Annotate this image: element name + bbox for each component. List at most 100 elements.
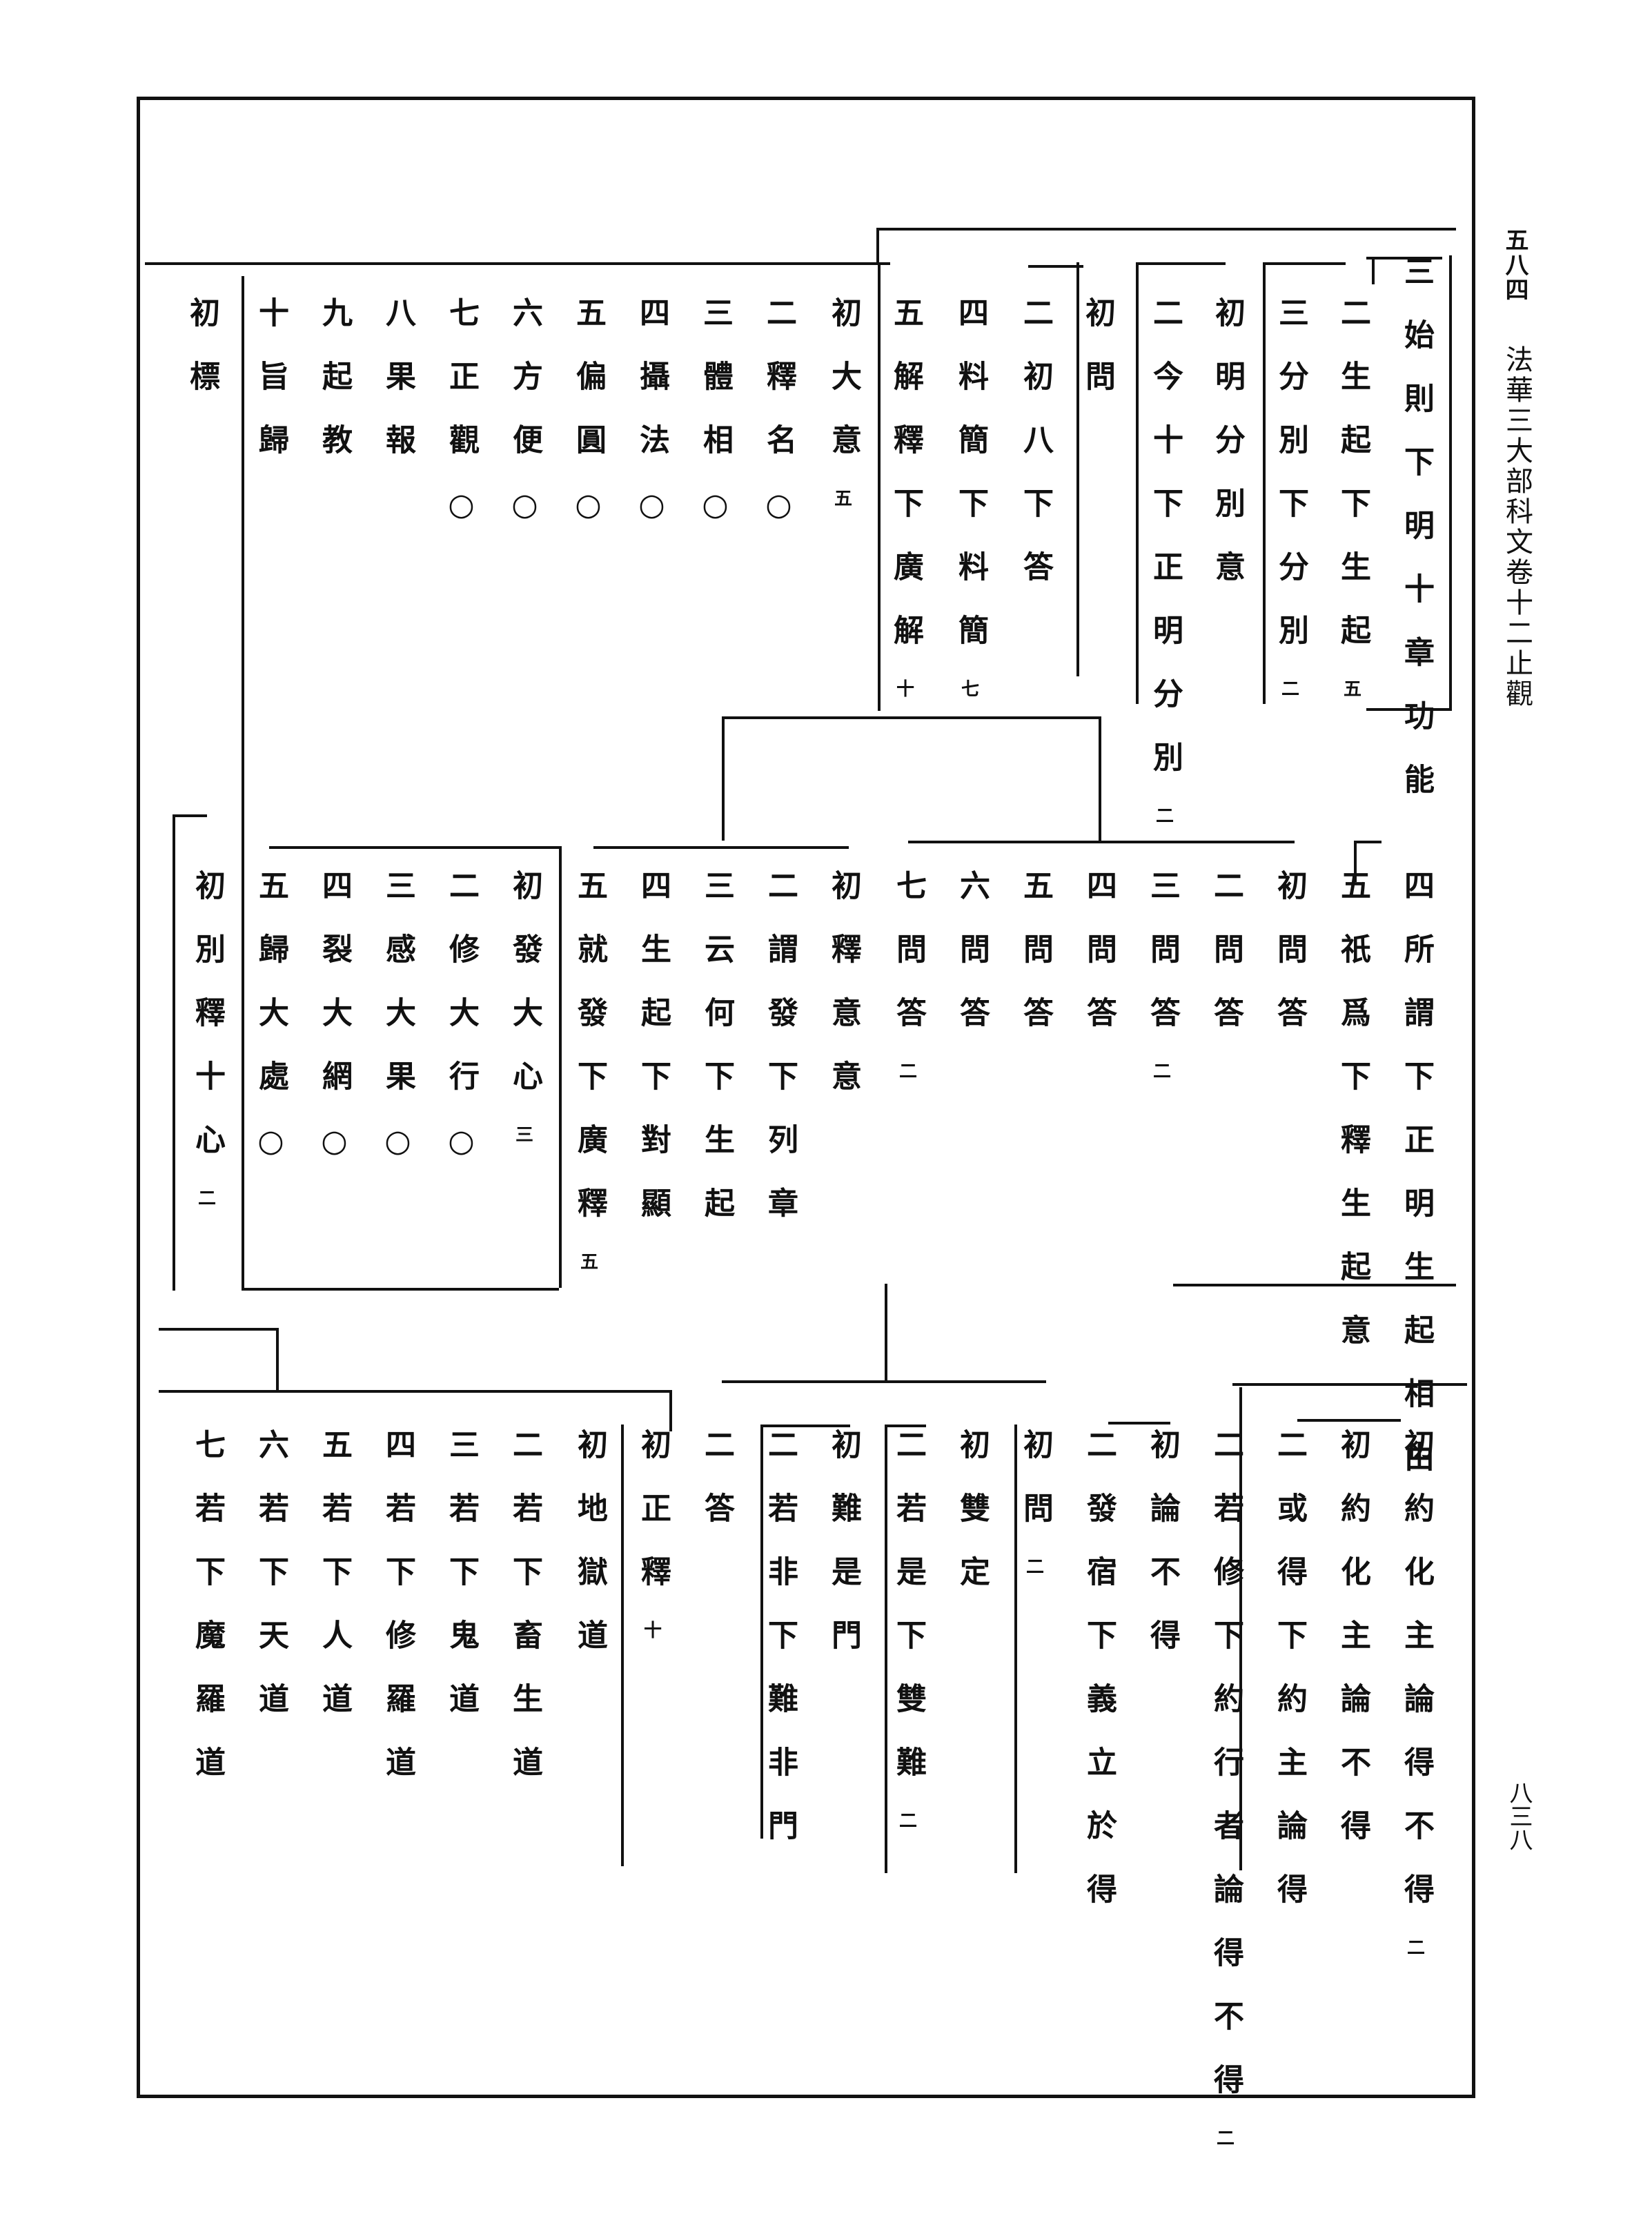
outline-column-text: 二生起下生起 (1335, 297, 1370, 678)
outline-column: 四若下修羅道 (380, 1429, 415, 1810)
outline-column: 初約化主論得不得二 (1399, 1429, 1434, 1957)
outline-column: 三分別下分別二 (1273, 297, 1308, 700)
outline-column-text: 初論不得 (1145, 1429, 1180, 1683)
bracket-line (1366, 257, 1442, 260)
bracket-line (885, 1425, 926, 1427)
outline-column-text: 二若下畜生道 (507, 1429, 542, 1810)
bracket-line (1297, 1419, 1401, 1422)
outline-column-text: 二若是下雙難 (891, 1429, 926, 1810)
outline-column-count: 二 (898, 1811, 917, 1832)
outline-column-text: 初明分別意 (1210, 297, 1245, 614)
outline-column-text: 二今十下正明分別 (1148, 297, 1183, 805)
outline-column-text: 初標 (184, 297, 219, 424)
outline-column-text: 二若修下約行者論得不得 (1208, 1429, 1243, 2127)
outline-column-text: 二問答 (1208, 870, 1243, 1060)
outline-column-count: 二 (1281, 679, 1299, 700)
outline-column-text: 三若下鬼道 (444, 1429, 479, 1746)
outline-column: 五就發下廣釋五 (572, 870, 607, 1271)
outline-column-text: 十旨歸 (253, 297, 288, 487)
outline-column-text: 五祇爲下釋生起意 (1335, 870, 1370, 1378)
outline-column: 五問答 (1018, 870, 1053, 1060)
outline-column: 初大意五 (826, 297, 861, 509)
outline-column-text: 二發宿下義立於得 (1081, 1429, 1117, 1937)
bracket-line (1099, 716, 1101, 841)
outline-column: 三感大果○ (380, 870, 415, 1192)
outline-column-text: 初難是門 (826, 1429, 861, 1683)
outline-column: 二修大行○ (444, 870, 479, 1192)
outline-column: 初標 (184, 297, 219, 424)
bracket-line (559, 846, 562, 1288)
outline-column: 初發大心三 (507, 870, 542, 1144)
bracket-line (276, 1328, 279, 1390)
outline-column: 初問 (1080, 297, 1115, 424)
outline-column-text: 六方便○ (507, 297, 542, 556)
outline-column: 二答 (699, 1429, 734, 1556)
outline-column-text: 四問答 (1081, 870, 1117, 1060)
outline-column: 二謂發下列章 (763, 870, 798, 1251)
outline-column: 初釋意意 (826, 870, 861, 1124)
outline-column-text: 初發大心 (507, 870, 542, 1124)
bracket-line (1449, 255, 1452, 711)
bracket-line (269, 846, 559, 849)
outline-column-text: 七問答 (891, 870, 926, 1060)
bracket-line (1076, 262, 1079, 676)
outline-column: 二問答 (1208, 870, 1243, 1060)
outline-column-text: 六問答 (954, 870, 990, 1060)
outline-column-count: 十 (896, 679, 914, 700)
outline-column-text: 五歸大處○ (253, 870, 288, 1192)
outline-column-text: 二若非下難非門 (763, 1429, 798, 1873)
outline-column-text: 二釋名○ (761, 297, 796, 556)
outline-column-count: 二 (197, 1188, 216, 1209)
outline-column: 四問答 (1081, 870, 1117, 1060)
outline-column: 初論不得 (1145, 1429, 1180, 1683)
outline-column: 五解釋下廣解十 (888, 297, 923, 700)
bracket-line (669, 1390, 672, 1431)
outline-column: 初明分別意 (1210, 297, 1245, 614)
outline-column-text: 七若下魔羅道 (190, 1429, 225, 1810)
outline-column: 三體相○ (698, 297, 733, 556)
outline-column-text: 三云何下生起 (699, 870, 734, 1251)
outline-column-text: 四所謂下正明生起相由 (1399, 870, 1434, 1505)
outline-column-count: 二 (1025, 1557, 1044, 1578)
outline-column-text: 初問 (1080, 297, 1115, 424)
outline-column: 初約化主論不得 (1335, 1429, 1370, 1873)
outline-column: 三問答二 (1145, 870, 1180, 1081)
bracket-line (878, 262, 881, 711)
book-title: 法華三大部科文卷十二止觀 (1501, 345, 1533, 709)
bracket-line (760, 1425, 850, 1427)
outline-column-text: 二初八下答 (1018, 297, 1053, 614)
outline-column: 三若下鬼道 (444, 1429, 479, 1746)
outline-column: 五祇爲下釋生起意 (1335, 870, 1370, 1378)
outline-column: 五若下人道 (317, 1429, 352, 1746)
outline-column-count: 五 (834, 489, 852, 509)
bracket-line (1239, 1387, 1242, 1870)
outline-column: 四生起下對顯 (636, 870, 671, 1251)
outline-column-text: 二修大行○ (444, 870, 479, 1192)
outline-column-text: 三體相○ (698, 297, 733, 556)
book-title-text: 法華三大部科文卷十二止觀 (1501, 345, 1533, 709)
bracket-line (593, 846, 849, 849)
bracket-line (876, 228, 1456, 231)
bracket-line (621, 1425, 624, 1866)
outline-column-text: 初雙定 (954, 1429, 990, 1619)
outline-column-text: 初問 (1018, 1429, 1053, 1556)
outline-column: 二若非下難非門 (763, 1429, 798, 1873)
bracket-line (1028, 265, 1083, 268)
outline-column: 四攝法○ (634, 297, 669, 556)
outline-column: 六方便○ (507, 297, 542, 556)
outline-column: 初地獄道 (572, 1429, 607, 1683)
outline-column: 七若下魔羅道 (190, 1429, 225, 1810)
outline-column: 初問二 (1018, 1429, 1053, 1578)
bracket-line (242, 276, 244, 1291)
bracket-line (1232, 1383, 1467, 1386)
outline-column: 七問答二 (891, 870, 926, 1081)
outline-column: 六若下天道 (253, 1429, 288, 1746)
outline-column: 四料簡下料簡七 (953, 297, 988, 698)
outline-column-text: 初大意 (826, 297, 861, 487)
outline-column: 二或得下約主論得 (1272, 1429, 1307, 1937)
bracket-line (876, 228, 879, 262)
bracket-line (1173, 1284, 1456, 1286)
outline-column-count: 二 (1216, 2128, 1235, 2149)
outline-column-text: 初約化主論得不得 (1399, 1429, 1434, 1937)
outline-column: 初別釋十心二 (190, 870, 225, 1209)
